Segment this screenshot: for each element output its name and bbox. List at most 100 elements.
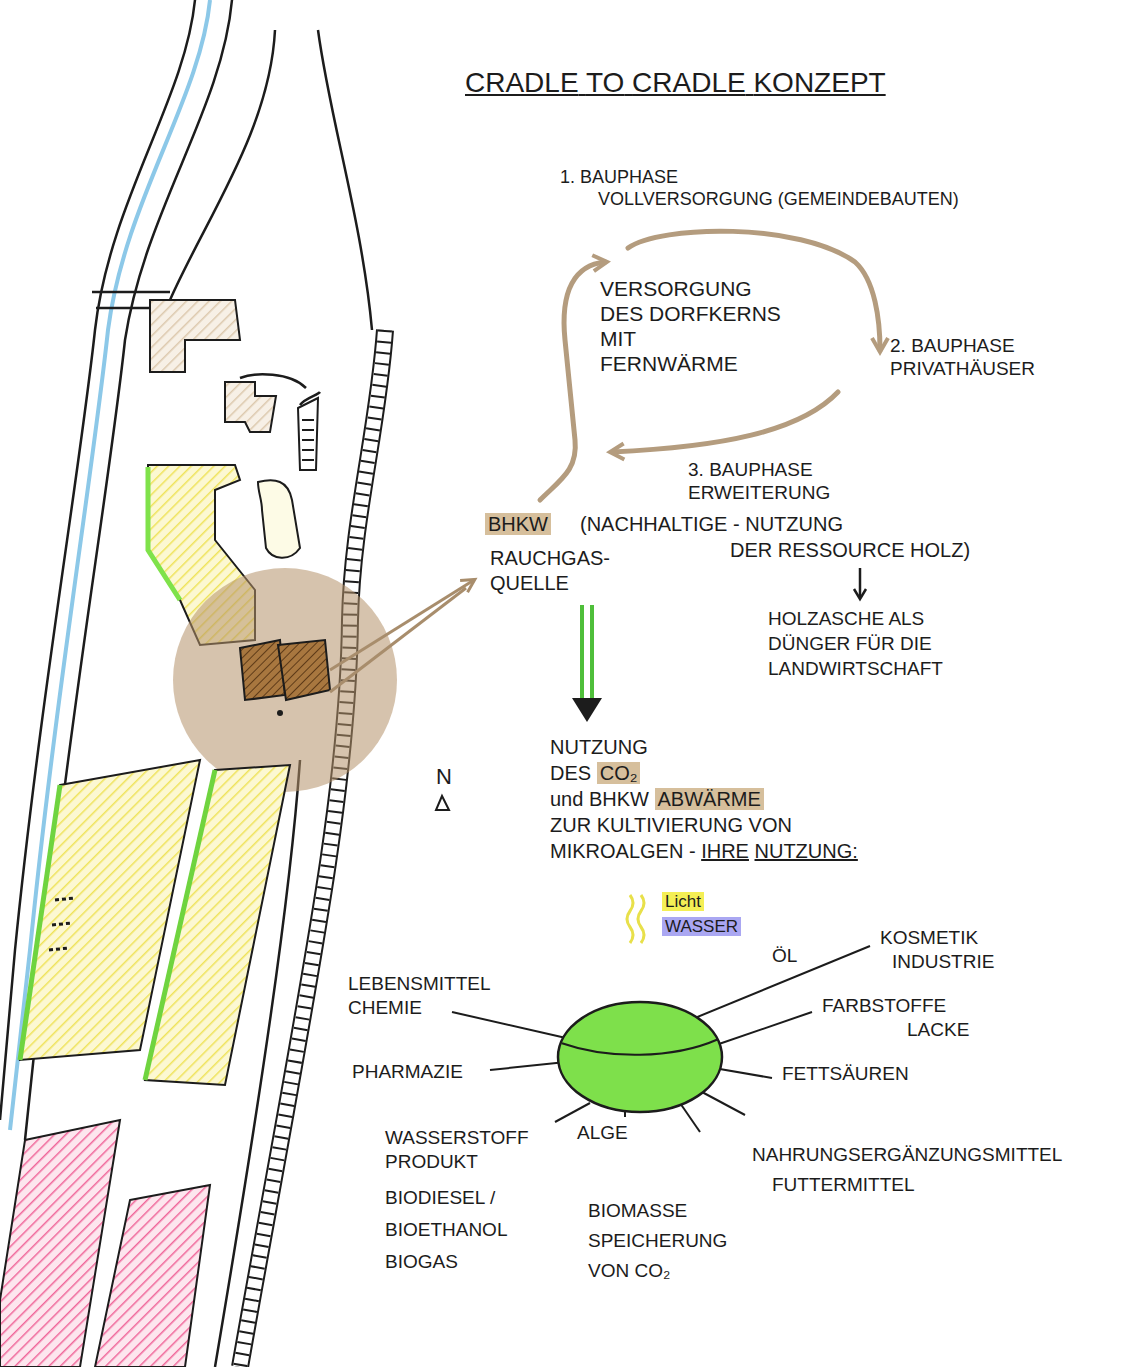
word: LACKE: [907, 1019, 969, 1040]
buildings-part: [278, 640, 330, 700]
word: ÖL: [772, 945, 797, 966]
buildings: [0, 300, 397, 1367]
light-water-squiggle-part: [627, 895, 633, 943]
word: NUTZUNG:: [755, 840, 858, 862]
word: KONZEPT: [753, 67, 885, 98]
node-text: ALGE: [577, 1122, 628, 1144]
word: LANDWIRTSCHAFT: [768, 658, 943, 679]
use-label: PHARMAZIE: [352, 1060, 463, 1084]
word: PRODUKT: [385, 1151, 478, 1172]
word: ABWÄRME: [655, 788, 764, 810]
word: DÜNGER: [768, 633, 850, 654]
buildings-part: [302, 420, 314, 460]
word: ZUR: [550, 814, 591, 836]
cycle-center-text: VERSORGUNG DES DORFKERNS MIT FERNWÄRME: [600, 276, 781, 376]
word: 3.: [688, 459, 704, 480]
text-line: INDUSTRIE: [880, 950, 994, 974]
text-line: WASSERSTOFF: [385, 1126, 529, 1150]
word: VON: [588, 1260, 629, 1281]
algae-band: [562, 1039, 718, 1055]
text-line: BIOMASSE: [588, 1196, 727, 1226]
word: CO₂: [597, 762, 641, 784]
text-line: 2. BAUPHASE: [890, 334, 1035, 357]
map-callout-arrow: [330, 580, 474, 692]
word: FETTSÄUREN: [782, 1063, 909, 1084]
buildings-part: [20, 785, 60, 1060]
text-line: HOLZASCHE ALS: [768, 606, 943, 631]
text-line: LACKE: [822, 1018, 969, 1042]
word: TO: [586, 67, 624, 98]
phase-label: 2. BAUPHASE PRIVATHÄUSER: [890, 334, 1035, 380]
light-water-squiggle: [627, 895, 644, 943]
word: FERNWÄRME: [600, 352, 738, 375]
leader-lines-part: [452, 1012, 566, 1038]
text-line: DES CO₂: [550, 760, 858, 786]
word: FARBSTOFFE: [822, 995, 946, 1016]
title: CRADLE TO CRADLE KONZEPT: [465, 66, 886, 100]
use-label: ÖL: [772, 944, 797, 968]
use-label: FETTSÄUREN: [782, 1062, 909, 1086]
word: BAUPHASE: [911, 335, 1014, 356]
text-line: BIOETHANOL: [385, 1214, 507, 1246]
word: KULTIVIERUNG: [597, 814, 743, 836]
word: DES: [550, 762, 591, 784]
buildings-part: [150, 300, 240, 372]
word: NUTZUNG: [550, 736, 648, 758]
word: BHKW: [589, 788, 649, 810]
text-line: PRIVATHÄUSER: [890, 357, 1035, 380]
buildings-part: [298, 398, 318, 470]
flow-arrows: [572, 568, 860, 722]
roads-part: [92, 291, 170, 294]
text-line: DES DORFKERNS: [600, 301, 781, 326]
text-line: NAHRUNGSERGÄNZUNGSMITTEL: [752, 1140, 1062, 1170]
north-arrow-part: [436, 796, 449, 810]
text-line: ÖL: [772, 944, 797, 968]
leader-lines-part: [680, 1103, 700, 1132]
word: SPEICHERUNG: [588, 1230, 727, 1251]
word: N: [436, 764, 452, 789]
word: INDUSTRIE: [892, 951, 994, 972]
word: VON: [749, 814, 792, 836]
word: KOSMETIK: [880, 927, 978, 948]
highlight-label: BHKW: [485, 511, 551, 537]
highlight-label: Licht: [662, 891, 704, 913]
phase-label: 3. BAUPHASE ERWEITERUNG: [688, 458, 830, 504]
leader-lines-part: [555, 1103, 590, 1122]
use-label: FARBSTOFFE LACKE: [822, 994, 969, 1042]
cycle-arrows: [540, 231, 880, 500]
word: CRADLE: [465, 67, 579, 98]
text-line: WASSER: [662, 916, 741, 938]
word: 1.: [560, 167, 575, 187]
word: PHARMAZIE: [352, 1061, 463, 1082]
use-label: BIOMASSE SPEICHERUNG VON CO₂: [588, 1196, 727, 1286]
buildings-part: [225, 382, 276, 432]
flow-arrows-part: [582, 605, 592, 700]
word: MIT: [600, 327, 636, 350]
text-line: LEBENSMITTEL: [348, 972, 491, 996]
text-line: KOSMETIK: [880, 926, 994, 950]
word: CO₂: [634, 1260, 670, 1281]
use-label: BIODIESEL / BIOETHANOL BIOGAS: [385, 1182, 507, 1278]
word: VOLLVERSORGUNG: [598, 189, 773, 209]
text-line: RAUCHGAS-: [490, 546, 610, 571]
map-callout-arrow-part: [330, 580, 474, 670]
text-line: LANDWIRTSCHAFT: [768, 656, 943, 681]
roads-part: [170, 30, 275, 300]
word: Licht: [662, 892, 704, 911]
word: VERSORGUNG: [600, 277, 752, 300]
flow-arrows-part: [859, 568, 862, 598]
text-line: DER RESSOURCE HOLZ): [580, 537, 970, 563]
text-line: CRADLE TO CRADLE KONZEPT: [465, 66, 886, 100]
text-line: BIODIESEL /: [385, 1182, 507, 1214]
word: ALGE: [577, 1122, 628, 1143]
text-line: ZUR KULTIVIERUNG VON: [550, 812, 858, 838]
leader-lines-part: [702, 1092, 745, 1115]
text-line: PRODUKT: [385, 1150, 529, 1174]
text-line: CHEMIE: [348, 996, 491, 1020]
text-line: ERWEITERUNG: [688, 481, 830, 504]
text-line: Licht: [662, 891, 704, 913]
text-line: QUELLE: [490, 571, 610, 596]
word: PRIVATHÄUSER: [890, 358, 1035, 379]
buildings-part: [173, 568, 397, 792]
